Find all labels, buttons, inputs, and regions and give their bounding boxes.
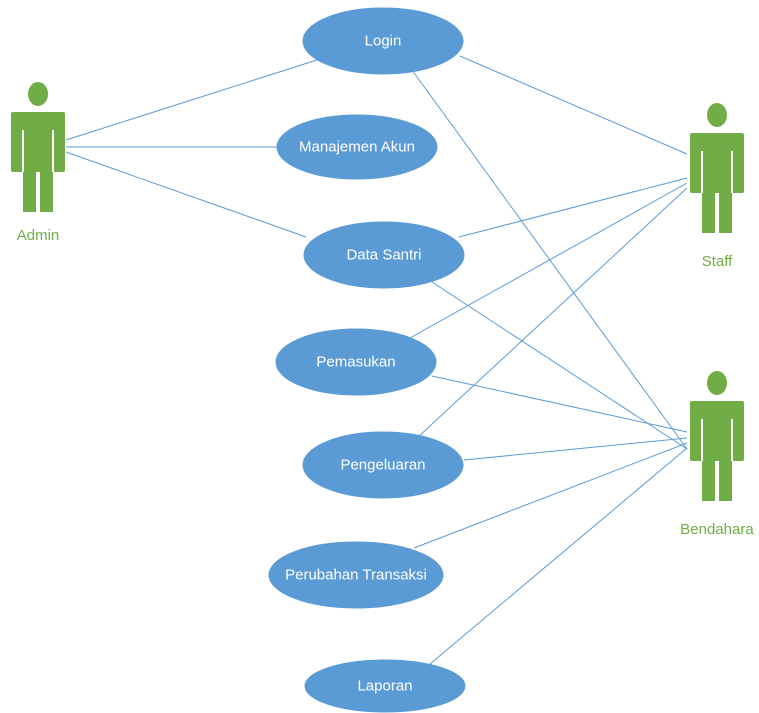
use-case-ellipse: [302, 431, 464, 499]
actor-right-leg: [719, 191, 732, 233]
association-bendahara-data-santri: [431, 281, 688, 450]
use-case-laporan[interactable]: Laporan: [304, 659, 466, 713]
person-icon: [11, 82, 65, 212]
actor-arm-gap-right: [731, 419, 733, 461]
person-icon: [690, 103, 744, 233]
association-staff-pengeluaran: [417, 187, 688, 438]
use-case-ellipse: [268, 541, 444, 609]
actor-staff[interactable]: Staff: [690, 103, 744, 270]
actor-right-leg: [40, 170, 53, 212]
association-bendahara-pemasukan: [431, 375, 688, 433]
use-case-ellipse: [276, 114, 438, 180]
use-case-login[interactable]: Login: [302, 7, 464, 75]
actor-arm-gap-right: [52, 130, 54, 172]
actor-label: Bendahara: [680, 521, 754, 538]
actor-right-leg: [719, 459, 732, 501]
actor-torso: [690, 401, 744, 461]
association-lines: [65, 55, 688, 665]
actor-torso: [11, 112, 65, 172]
use-case-ellipse: [304, 659, 466, 713]
association-admin-data-santri: [65, 151, 307, 238]
actor-head: [707, 103, 727, 127]
association-bendahara-pengeluaran: [463, 437, 688, 461]
use-case-label: Pengeluaran: [340, 457, 425, 474]
actor-arm-gap-right: [731, 151, 733, 193]
actor-head: [28, 82, 48, 106]
use-case-label: Laporan: [357, 678, 412, 695]
use-case-label: Data Santri: [346, 247, 421, 264]
use-case-ellipse: [275, 328, 437, 396]
actor-label: Admin: [17, 227, 60, 244]
actor-arm-gap-left: [701, 151, 703, 193]
actor-bendahara[interactable]: Bendahara: [680, 371, 754, 538]
association-bendahara-login: [411, 69, 688, 450]
actor-leg-gap: [716, 195, 718, 233]
association-admin-login: [65, 58, 321, 141]
actor-label: Staff: [702, 253, 733, 270]
association-bendahara-perubahan-transaksi: [413, 442, 688, 549]
actor-arm-gap-left: [22, 130, 24, 172]
use-case-perubahan-transaksi[interactable]: Perubahan Transaksi: [268, 541, 444, 609]
actor-torso: [690, 133, 744, 193]
actor-arm-gap-left: [701, 419, 703, 461]
use-case-manajemen-akun[interactable]: Manajemen Akun: [276, 114, 438, 180]
use-case-label: Login: [365, 33, 402, 50]
association-staff-data-santri: [458, 177, 688, 238]
use-case-ellipse: [303, 221, 465, 289]
association-staff-pemasukan: [409, 182, 688, 339]
actor-admin[interactable]: Admin: [11, 82, 65, 244]
use-case-pemasukan[interactable]: Pemasukan: [275, 328, 437, 396]
actor-head: [707, 371, 727, 395]
use-case-label: Manajemen Akun: [299, 139, 415, 156]
actor-left-leg: [702, 191, 715, 233]
association-bendahara-laporan: [429, 447, 688, 665]
association-staff-login: [459, 55, 688, 155]
use-case-label: Perubahan Transaksi: [285, 567, 427, 584]
actor-leg-gap: [37, 174, 39, 212]
actor-left-leg: [702, 459, 715, 501]
actor-leg-gap: [716, 463, 718, 501]
use-case-ellipse: [302, 7, 464, 75]
use-case-data-santri[interactable]: Data Santri: [303, 221, 465, 289]
actor-left-leg: [23, 170, 36, 212]
use-case-pengeluaran[interactable]: Pengeluaran: [302, 431, 464, 499]
use-case-label: Pemasukan: [316, 354, 395, 371]
person-icon: [690, 371, 744, 501]
